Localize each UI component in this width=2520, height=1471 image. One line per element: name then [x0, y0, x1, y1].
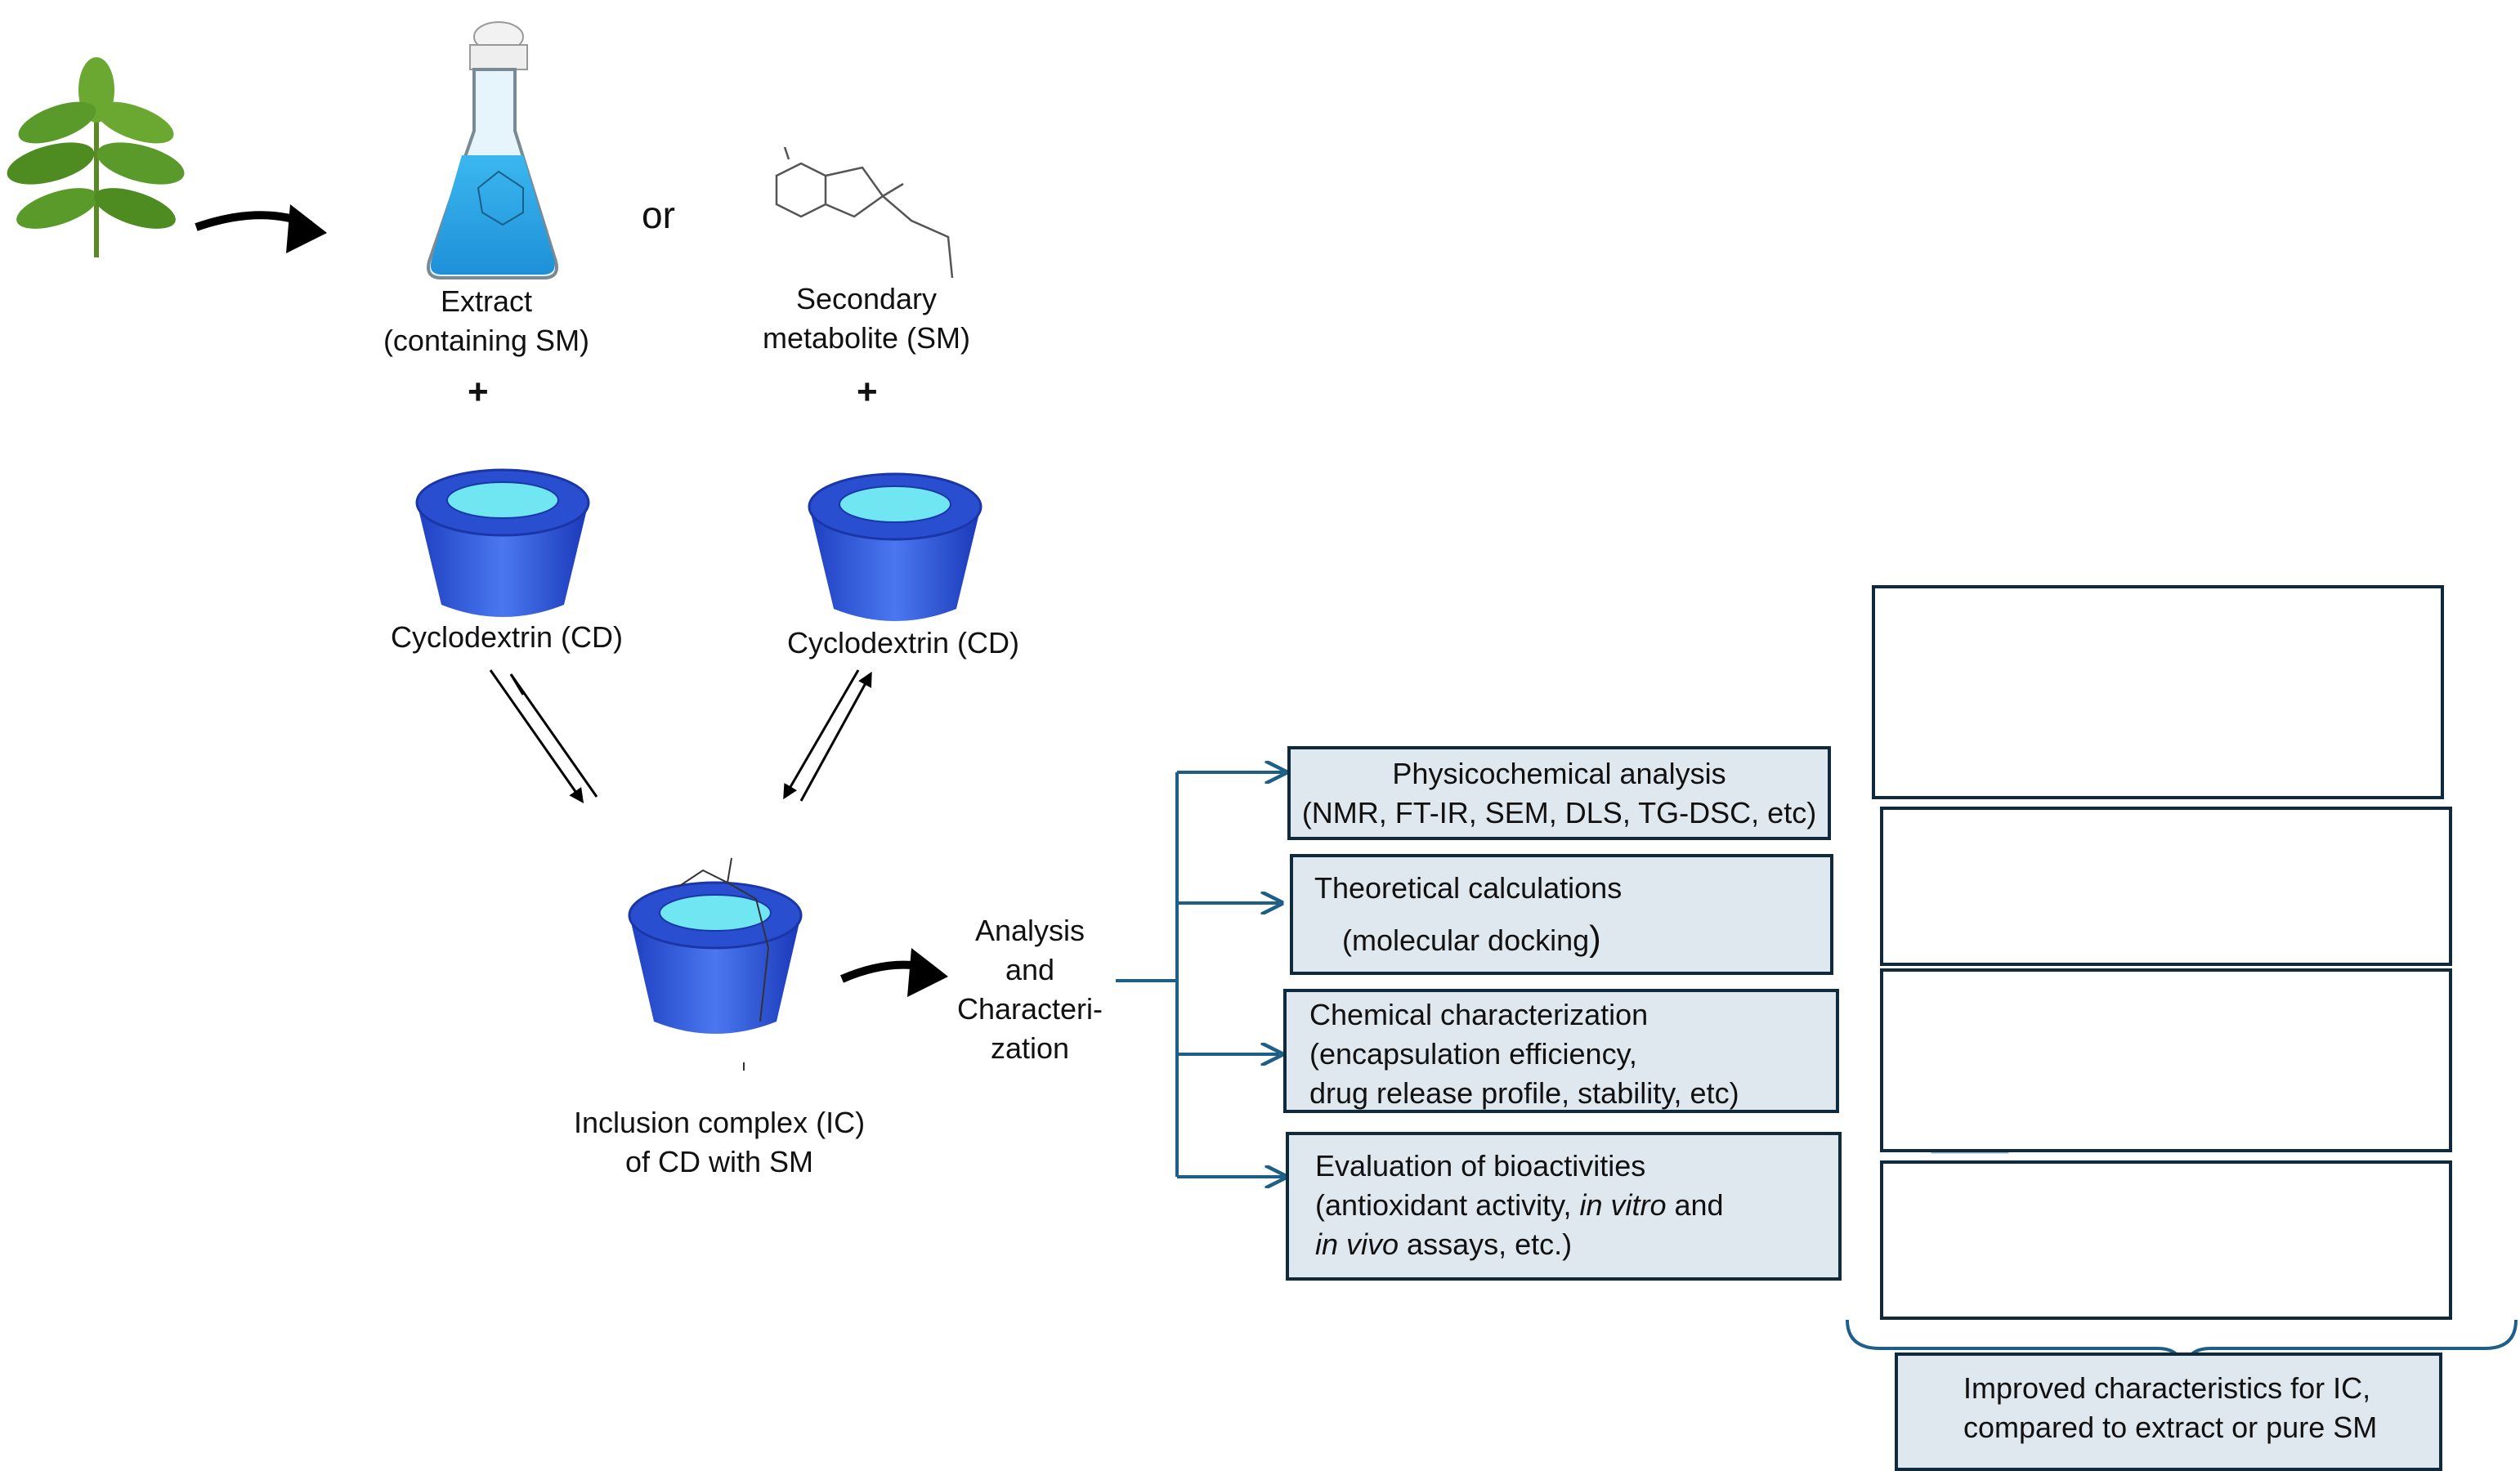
- cyclodextrin-right-label: Cyclodextrin (CD): [786, 626, 1020, 659]
- analysis-label-line4: zation: [990, 1031, 1070, 1065]
- analysis-label: Analysis and Characteri- zation: [948, 911, 1112, 1068]
- plus-sign-right: +: [857, 372, 878, 412]
- erlenmeyer-flask-icon: [427, 21, 558, 279]
- bioassay-image-box: [1880, 1160, 2452, 1320]
- physico-line2: (NMR, FT-IR, SEM, DLS, TG-DSC, etc): [1301, 796, 1817, 829]
- ic-label-line2: of CD with SM: [624, 1145, 814, 1178]
- theoretical-line2-paren: ): [1589, 919, 1601, 959]
- bio-line2-b: and: [1666, 1188, 1724, 1222]
- theoretical-line2-text: (molecular docking: [1342, 923, 1590, 957]
- ic-label-line1: Inclusion complex (IC): [573, 1106, 866, 1139]
- plus-sign-left: +: [468, 372, 489, 412]
- sm-label-line1: Secondary: [795, 282, 938, 315]
- extract-label-line1: Extract: [440, 284, 533, 318]
- physicochemical-analysis-box: Physicochemical analysis (NMR, FT-IR, SE…: [1287, 746, 1831, 840]
- or-label: or: [642, 194, 675, 236]
- improved-characteristics-box: Improved characteristics for IC, compare…: [1895, 1353, 2442, 1471]
- bio-line3-b: assays, etc.): [1399, 1227, 1573, 1261]
- molecular-structure-icon: [775, 146, 954, 279]
- bioactivities-box: Evaluation of bioactivities (antioxidant…: [1286, 1132, 1842, 1281]
- theoretical-line2: (molecular docking): [1314, 919, 1809, 960]
- cyclodextrin-left-label: Cyclodextrin (CD): [390, 620, 624, 654]
- beaker-image-box: [1880, 968, 2452, 1152]
- chemical-line3: drug release profile, stability, etc): [1309, 1076, 1739, 1110]
- theoretical-calculations-box: Theoretical calculations (molecular dock…: [1290, 854, 1833, 975]
- bio-line3-italic: in vivo: [1315, 1227, 1399, 1261]
- bio-line3: in vivo assays, etc.): [1315, 1225, 1812, 1264]
- bio-line2: (antioxidant activity, in vitro and: [1315, 1186, 1812, 1225]
- cyclodextrin-cone-icon: [808, 472, 982, 621]
- chemical-line2: (encapsulation efficiency,: [1309, 1037, 1637, 1071]
- analysis-label-line1: Analysis: [974, 914, 1085, 947]
- sm-label-line2: metabolite (SM): [762, 321, 971, 355]
- connector-bracket: [1116, 772, 1283, 1177]
- bio-line1: Evaluation of bioactivities: [1315, 1149, 1646, 1183]
- cyclodextrin-cone-icon: [415, 468, 590, 617]
- scientist-image-box: [1880, 807, 2452, 966]
- extract-label: Extract (containing SM): [364, 282, 609, 360]
- final-line1: Improved characteristics for IC,: [1963, 1371, 2371, 1405]
- chemical-line1: Chemical characterization: [1309, 998, 1649, 1031]
- analysis-label-line2: and: [1005, 953, 1055, 986]
- bio-line2-italic: in vitro: [1579, 1188, 1667, 1222]
- inclusion-complex-icon: [628, 857, 803, 1071]
- leafy-plant-icon: [7, 57, 185, 257]
- secondary-metabolite-label: Secondary metabolite (SM): [744, 279, 989, 358]
- equilibrium-arrow-right: [783, 669, 872, 802]
- bio-line2-a: (antioxidant activity,: [1315, 1188, 1580, 1222]
- physico-line1: Physicochemical analysis: [1392, 757, 1726, 790]
- chemical-characterization-box: Chemical characterization (encapsulation…: [1283, 989, 1839, 1113]
- final-line2: compared to extract or pure SM: [1963, 1411, 2378, 1444]
- theoretical-line1: Theoretical calculations: [1314, 871, 1623, 905]
- equilibrium-arrow-left: [489, 669, 598, 803]
- inclusion-complex-label: Inclusion complex (IC) of CD with SM: [556, 1103, 883, 1182]
- extract-label-line2: (containing SM): [383, 324, 590, 357]
- analysis-label-line3: Characteri-: [956, 992, 1103, 1026]
- instruments-image-box: [1872, 585, 2444, 799]
